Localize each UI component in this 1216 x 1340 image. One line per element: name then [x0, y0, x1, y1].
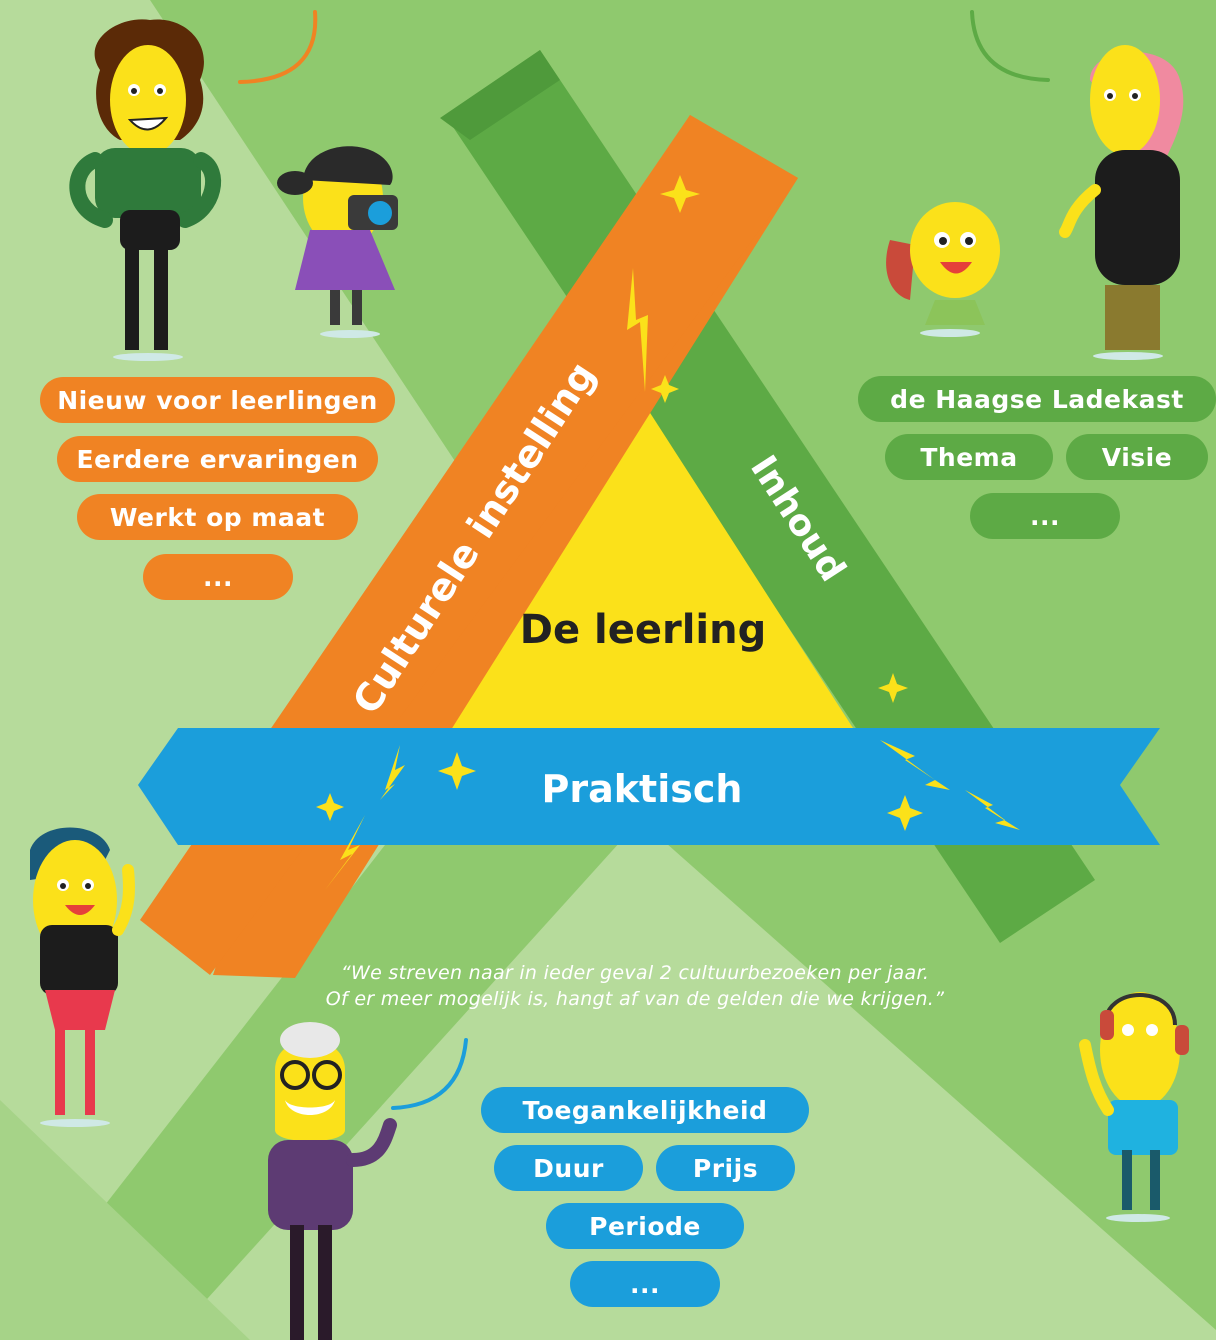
tag-more-bottom: ... — [570, 1261, 720, 1307]
tag-haagse-ladekast: de Haagse Ladekast — [858, 376, 1216, 422]
sparkle-icon — [316, 793, 344, 821]
lightning-icon — [880, 740, 950, 790]
tag-thema: Thema — [885, 434, 1053, 480]
tag-visie: Visie — [1066, 434, 1208, 480]
lightning-icon — [325, 815, 365, 890]
lightning-icon — [627, 268, 648, 392]
sparkle-icon — [887, 795, 923, 831]
quote-line-1: “We streven naar in ieder geval 2 cultuu… — [340, 962, 930, 984]
tag-more-left: ... — [143, 554, 293, 600]
center-triangle — [420, 405, 862, 742]
background-light-area — [0, 0, 560, 1340]
sparkle-icon — [438, 752, 476, 790]
character-bug-backpack — [886, 202, 1000, 337]
sparkle-icon — [660, 175, 700, 213]
tag-werkt-op-maat: Werkt op maat — [77, 494, 358, 540]
character-girl-tshirt — [30, 827, 135, 1127]
tag-toegankelijkheid: Toegankelijkheid — [481, 1087, 809, 1133]
tag-nieuw-voor-leerlingen: Nieuw voor leerlingen — [40, 377, 395, 423]
tag-periode: Periode — [546, 1203, 744, 1249]
tag-duur: Duur — [494, 1145, 643, 1191]
character-headphones — [1079, 992, 1189, 1222]
tag-eerdere-ervaringen: Eerdere ervaringen — [57, 436, 378, 482]
decorative-arc — [238, 10, 318, 84]
character-girl-camera — [277, 146, 398, 338]
sparkle-icon — [878, 673, 908, 703]
decorative-arc — [391, 1038, 468, 1110]
tag-prijs: Prijs — [656, 1145, 795, 1191]
character-woman — [1059, 45, 1184, 360]
sparkle-icons — [316, 175, 923, 831]
background-light-area-bottom — [170, 820, 1216, 1340]
character-old-man — [268, 1022, 397, 1340]
quote-line-2: Of er meer mogelijk is, hangt af van de … — [325, 988, 945, 1010]
character-teacher — [69, 19, 222, 361]
lightning-icons — [325, 268, 1020, 890]
quote: “We streven naar in ieder geval 2 cultuu… — [240, 960, 1030, 1012]
decorative-arc — [970, 10, 1050, 82]
tag-more-right: ... — [970, 493, 1120, 539]
band-praktisch-label: Praktisch — [542, 767, 743, 811]
center-label: De leerling — [520, 607, 766, 653]
lightning-icon — [965, 790, 1020, 830]
sparkle-icon — [651, 375, 679, 403]
lightning-icon — [380, 745, 405, 800]
